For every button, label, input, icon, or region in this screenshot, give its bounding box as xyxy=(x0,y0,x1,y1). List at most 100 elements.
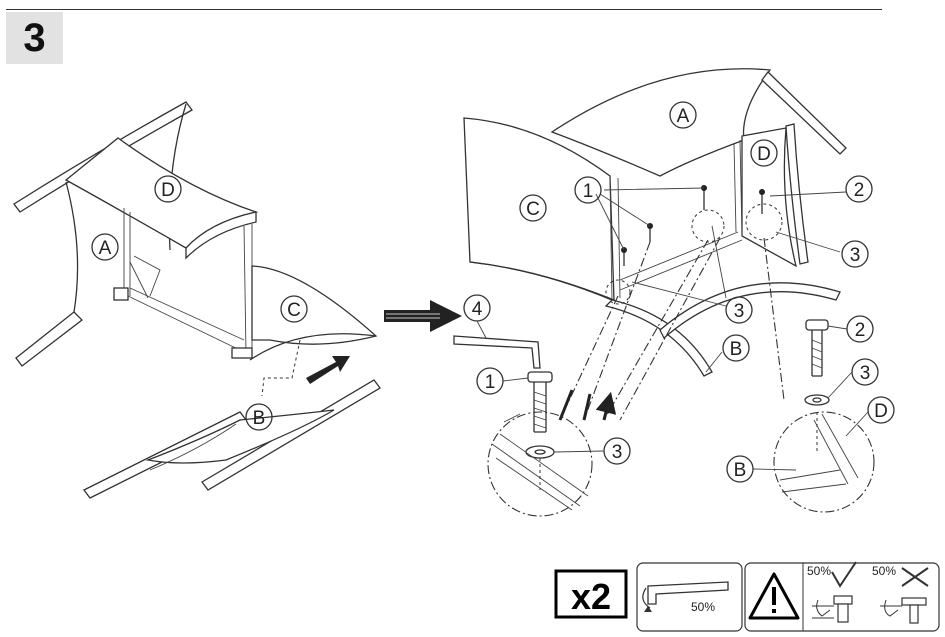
label-b-left: B xyxy=(253,408,266,429)
incorrect-bolt-icon xyxy=(880,597,927,624)
label-circle-c xyxy=(280,295,308,323)
left-frame-post xyxy=(123,208,131,296)
label-4: 4 xyxy=(472,299,483,320)
label-1-detail: 1 xyxy=(485,372,496,393)
footer-instructions: x2 50% 50% 50% xyxy=(554,561,940,632)
label-3-frame: 3 xyxy=(850,245,861,266)
right-top-rail xyxy=(761,71,847,155)
label-d-right: D xyxy=(757,144,771,165)
label-c-right: C xyxy=(526,199,540,220)
leader-lines-3 xyxy=(631,225,727,307)
torque-percent: 50% xyxy=(691,600,715,614)
warning-triangle-icon xyxy=(748,572,800,620)
bolt-detail-right: 2 3 D B xyxy=(726,315,895,513)
side-panel-a xyxy=(550,68,772,177)
label-circle-d-detail xyxy=(867,396,895,424)
frame-gusset xyxy=(129,255,161,299)
label-circle-d-right xyxy=(750,139,778,167)
label-2-frame: 2 xyxy=(854,180,865,201)
insert-arrow xyxy=(306,356,350,384)
washer-2 xyxy=(804,394,830,406)
detail-circle-left xyxy=(487,411,593,517)
label-3-detail-right: 3 xyxy=(860,363,871,384)
left-front-leg xyxy=(15,311,83,367)
leader-lines-2-3 xyxy=(769,191,847,253)
label-circle-3-mid xyxy=(725,296,753,324)
detail-marker-3 xyxy=(605,279,631,305)
alignment-guide xyxy=(261,339,301,397)
label-circle-a xyxy=(91,233,119,261)
label-circle-3-right xyxy=(841,240,869,268)
back-panel-lower xyxy=(469,261,613,301)
guide-4 xyxy=(619,237,721,421)
ok-percent: 50% xyxy=(807,564,831,578)
label-circle-1-right xyxy=(574,176,602,204)
torque-box xyxy=(636,562,743,632)
transition-arrow xyxy=(384,300,462,332)
label-circle-b xyxy=(245,403,273,431)
leader-line-3-detail-right xyxy=(827,371,853,399)
label-2-detail: 2 xyxy=(855,320,866,341)
label-circle-d xyxy=(154,175,182,203)
step-number: 3 xyxy=(23,15,46,60)
label-circle-b-right xyxy=(722,334,750,362)
detail-frame-left xyxy=(491,413,589,511)
leader-line-2-detail xyxy=(827,325,848,330)
leader-line-4 xyxy=(476,320,487,339)
leader-line-b xyxy=(705,351,723,373)
label-a-left: A xyxy=(99,238,112,259)
cross-mark-icon xyxy=(901,567,929,587)
guide-arrows xyxy=(558,390,610,421)
right-side-rail xyxy=(785,123,809,265)
washer-1-hole xyxy=(534,449,546,455)
bolt-thread-2 xyxy=(811,339,823,369)
correct-bolt-icon xyxy=(812,595,853,623)
frame-posts xyxy=(609,139,743,301)
label-circle-c-right xyxy=(519,194,547,222)
detail-frame-right xyxy=(779,413,859,493)
base-panel-b xyxy=(145,409,335,464)
label-circle-a-right xyxy=(669,101,697,129)
base-tube-b-front xyxy=(659,282,841,340)
label-b-detail: B xyxy=(734,460,747,481)
label-3-mid: 3 xyxy=(734,301,745,322)
detail-marker-2 xyxy=(745,203,783,241)
right-frame-post xyxy=(243,224,253,355)
label-circle-2-right xyxy=(845,175,873,203)
left-leg-curve xyxy=(65,181,79,313)
detail-circle-right xyxy=(773,411,875,513)
bolt-head-1 xyxy=(527,371,553,383)
guide-5 xyxy=(763,237,785,401)
washer-1 xyxy=(525,445,555,459)
washer-2-hole xyxy=(812,397,822,403)
leader-line-3-detail xyxy=(553,450,605,453)
label-b-right: B xyxy=(730,339,743,360)
quantity-text: x2 xyxy=(571,576,611,617)
step-badge: 3 xyxy=(6,12,63,64)
leader-line-d-detail xyxy=(845,411,869,437)
check-mark-icon xyxy=(831,561,857,588)
frame-bracket xyxy=(113,287,129,301)
allen-key xyxy=(453,335,541,369)
quantity-box xyxy=(554,569,628,619)
backrest-panel-c xyxy=(251,265,378,345)
bolt-detail-left: 1 3 xyxy=(476,367,631,517)
right-chair-assembly: A D C 1 2 3 3 B xyxy=(463,68,873,421)
bad-percent: 50% xyxy=(872,564,896,578)
leader-lines-1 xyxy=(595,187,705,251)
backrest-lower-edge xyxy=(249,333,377,361)
leader-line-1-detail xyxy=(502,377,529,382)
bolt-shank-1 xyxy=(533,382,547,433)
allen-key-part-4: 4 xyxy=(453,294,541,369)
base-tube-b xyxy=(604,299,713,377)
left-chair-assembly: D A C B xyxy=(13,101,381,499)
seat-panel-d xyxy=(64,137,259,249)
base-curve xyxy=(149,423,237,471)
allen-key-icon xyxy=(642,581,729,612)
bolt-thread-1 xyxy=(533,391,547,429)
bottom-frame-rail xyxy=(127,287,245,353)
label-c-left: C xyxy=(287,300,301,321)
top-divider xyxy=(6,9,882,10)
frame-rail xyxy=(619,231,743,291)
